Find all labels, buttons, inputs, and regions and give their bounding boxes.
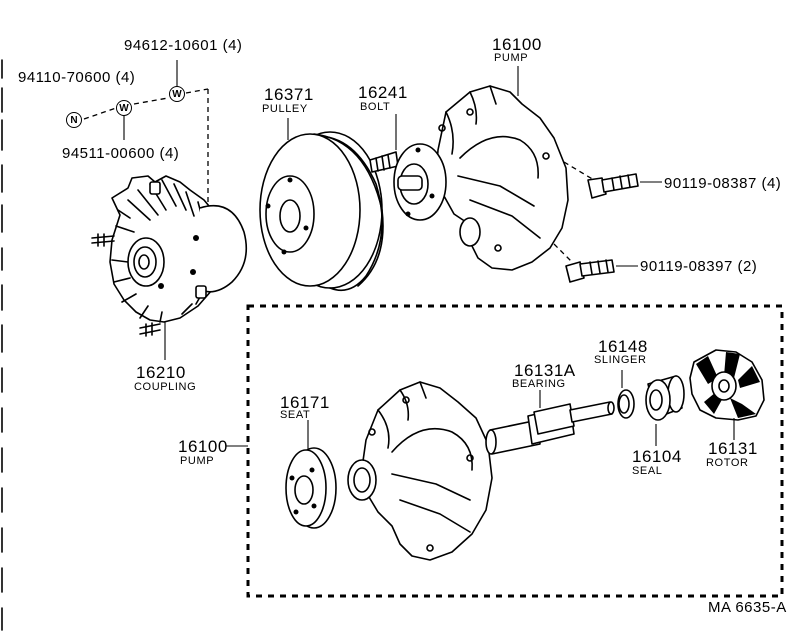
- label-bolt-a-number: 90119-08387 (4): [664, 175, 782, 192]
- label-slinger-name: SLINGER: [594, 354, 647, 366]
- label-bolt-number: 16241: [358, 83, 408, 102]
- label-pump-top-name: PUMP: [494, 52, 529, 64]
- bearing-drawing: [485, 390, 615, 455]
- label-pump-left-number: 16100: [178, 437, 228, 456]
- slinger-drawing: [617, 370, 635, 419]
- label-seat-number: 16171: [280, 393, 330, 412]
- label-rotor-name: ROTOR: [706, 457, 749, 469]
- label-bolt-b-number: 90119-08397 (2): [640, 258, 758, 275]
- figure-code: MA 6635-A: [708, 599, 787, 616]
- rotor-drawing: [689, 349, 765, 440]
- label-94612-number: 94612-10601 (4): [124, 37, 243, 54]
- label-pulley-name: PULLEY: [262, 103, 308, 115]
- label-coupling-number: 16210: [136, 363, 186, 382]
- washer-screw-badge: W: [169, 86, 185, 102]
- label-rotor-number: 16131: [708, 439, 758, 458]
- label-seat-name: SEAT: [280, 409, 311, 421]
- exploded-view-frame: [246, 304, 784, 598]
- label-bolt-name: BOLT: [360, 101, 391, 113]
- washer-badge: W: [116, 100, 132, 116]
- fastener-leaders: [83, 60, 209, 215]
- pump-top-drawing: [393, 66, 595, 271]
- bolt-drawing: [369, 114, 399, 173]
- label-94110-number: 94110-70600 (4): [18, 69, 136, 86]
- label-bearing-name: BEARING: [512, 378, 566, 390]
- nut-badge: N: [66, 112, 82, 128]
- label-seal-name: SEAL: [632, 465, 663, 477]
- label-pump-top-number: 16100: [492, 35, 542, 54]
- coupling-drawing: [91, 175, 248, 360]
- label-94511-number: 94511-00600 (4): [62, 145, 180, 162]
- pump-exploded-drawing: [347, 381, 493, 561]
- seat-drawing: [285, 420, 337, 529]
- label-pump-left-name: PUMP: [180, 455, 215, 467]
- label-bearing-number: 16131A: [514, 361, 576, 380]
- seal-drawing: [645, 375, 685, 446]
- label-pulley-number: 16371: [264, 85, 314, 104]
- label-slinger-number: 16148: [598, 337, 648, 356]
- label-seal-number: 16104: [632, 447, 682, 466]
- pump-bolts-drawing: [565, 173, 662, 283]
- pulley-drawing: [259, 118, 384, 292]
- label-coupling-name: COUPLING: [134, 381, 197, 393]
